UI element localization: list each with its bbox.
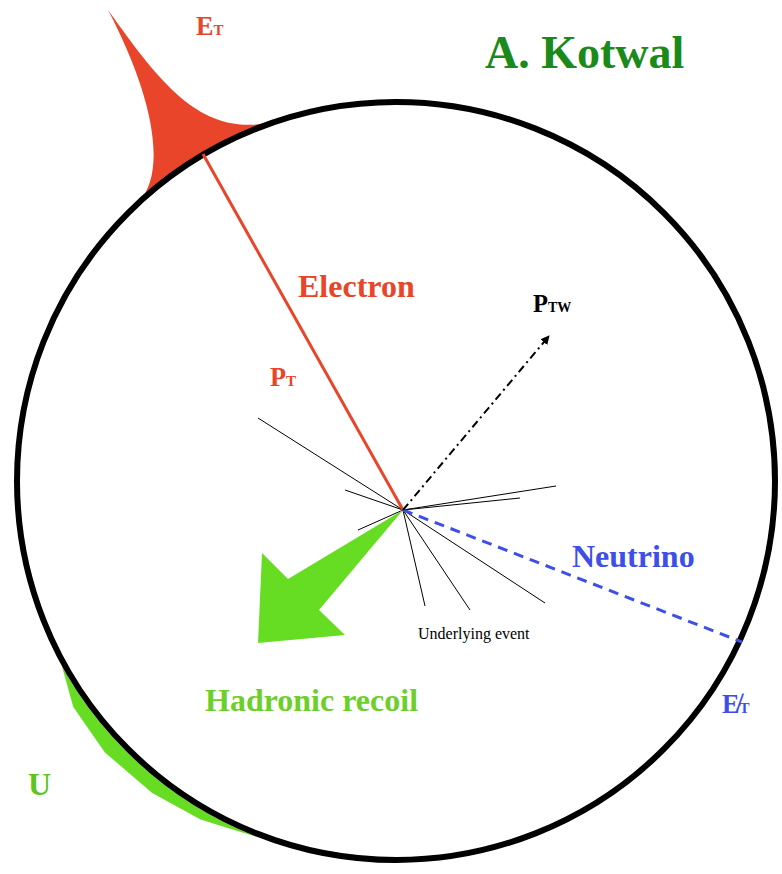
track-line — [403, 510, 545, 603]
w-pt-arrow — [403, 336, 549, 510]
energy-label: ET — [196, 14, 224, 40]
track-line — [403, 510, 470, 610]
missing-energy-label: E̸T — [722, 692, 750, 718]
particle-label: Neutrino — [572, 540, 695, 572]
annotation-text: Underlying event — [418, 626, 530, 642]
track-line — [258, 418, 403, 510]
electron-track — [203, 154, 403, 510]
track-line — [403, 498, 520, 510]
momentum-label: PTW — [533, 292, 571, 317]
recoil-symbol: U — [28, 768, 51, 800]
momentum-label: PT — [270, 365, 296, 391]
neutrino-line — [403, 510, 742, 642]
author-credit: A. Kotwal — [485, 30, 684, 76]
particle-label: Electron — [298, 270, 415, 302]
track-line — [403, 486, 556, 510]
recoil-arrow — [258, 510, 403, 643]
recoil-label: Hadronic recoil — [205, 684, 418, 716]
track-line — [403, 510, 425, 606]
electron-tower — [108, 10, 279, 204]
detector-outline — [17, 102, 775, 860]
